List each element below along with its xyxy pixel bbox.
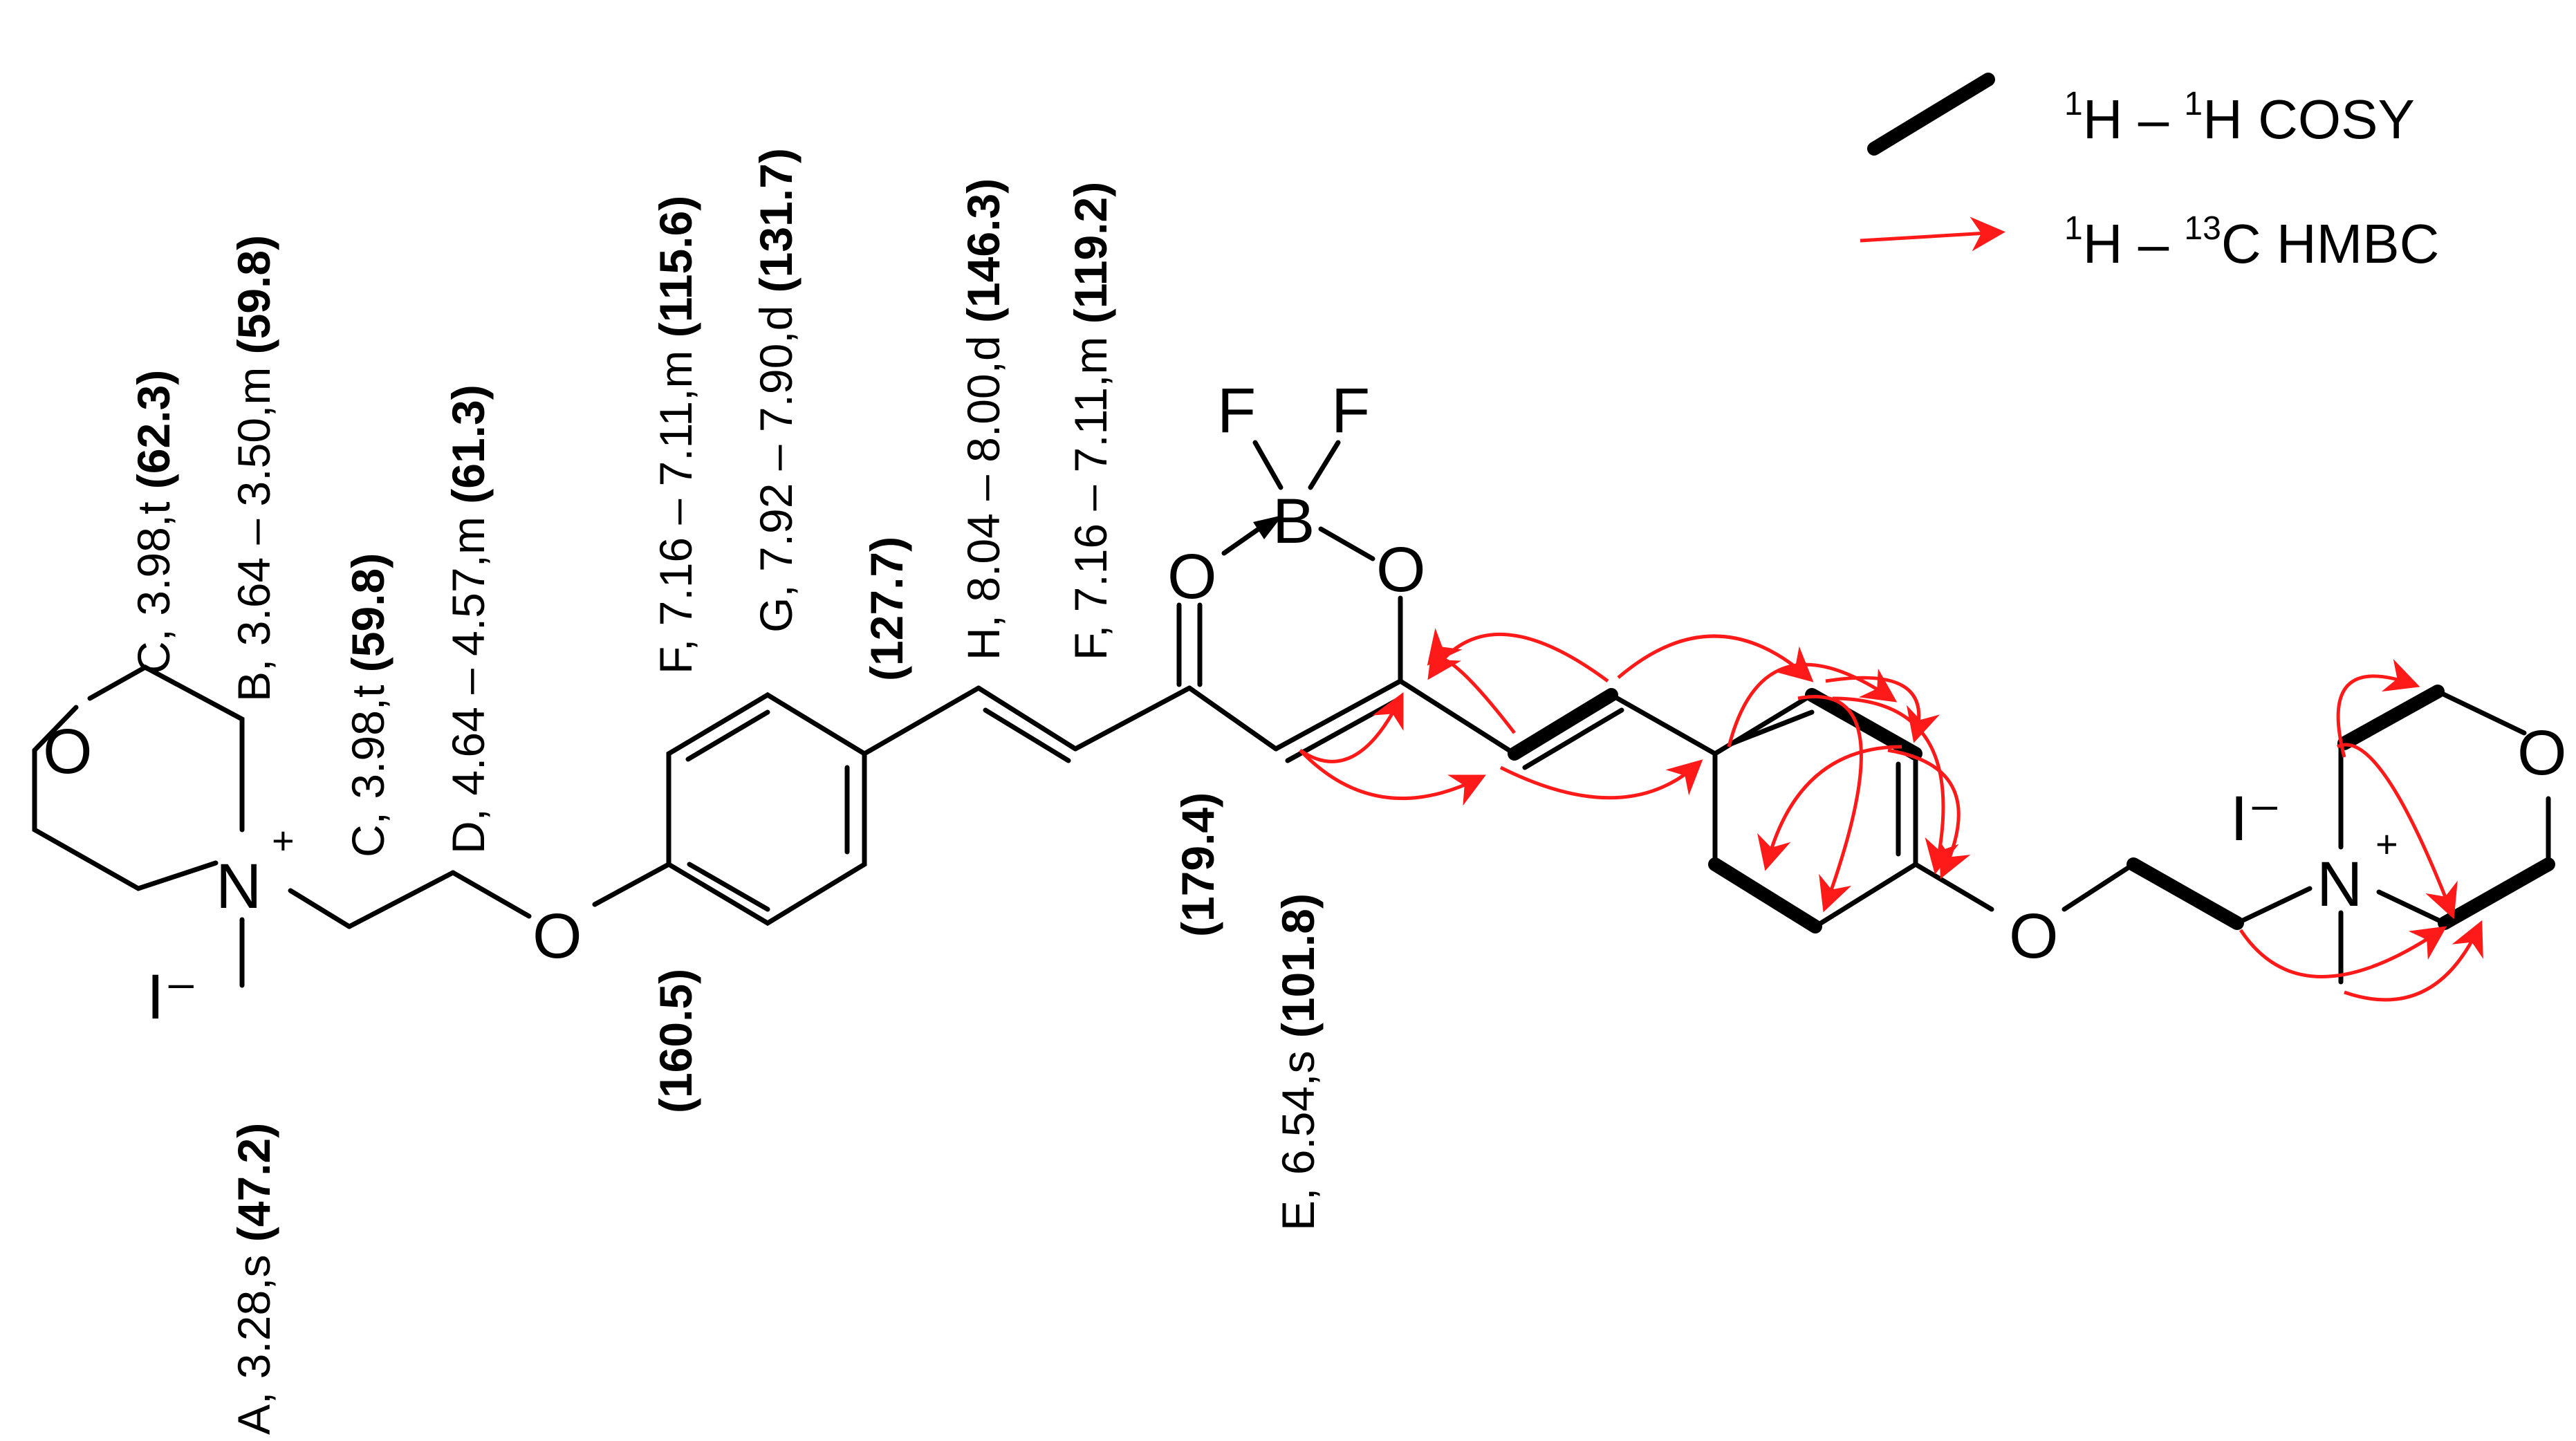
legend: 1H – 1H COSY 1H – 13C HMBC (1860, 73, 2439, 275)
label-f2: F, 7.16 – 7.11,m (119.2) (1065, 182, 1116, 660)
label-h: H, 8.04 – 8.00,d (146.3) (958, 178, 1009, 660)
atom-o-morpholine-left: O (43, 716, 93, 787)
right-vinyl-phenyl: O (1398, 678, 2313, 971)
legend-hmbc-arrow (1860, 216, 2005, 252)
label-179: (179.4) (1172, 792, 1223, 937)
atom-o-ether-right: O (2009, 901, 2059, 971)
label-160: (160.5) (650, 969, 701, 1113)
label-f1: F, 7.16 – 7.11,m (115.6) (650, 196, 701, 674)
label-c1: C, 3.98,t (62.3) (128, 370, 179, 674)
charge-plus-right: + (2375, 822, 2398, 866)
left-morpholinium: O N + I⁻ O (32, 664, 582, 1032)
label-127: (127.7) (861, 537, 912, 681)
charge-plus-left: + (272, 819, 295, 862)
atom-n-left: N (216, 851, 261, 922)
atom-o-morpholine-right: O (2517, 718, 2567, 788)
iodide-right: I⁻ (2230, 783, 2281, 854)
atom-b: B (1272, 486, 1315, 557)
atom-f-right: F (1331, 375, 1370, 446)
hmbc-correlations (1299, 628, 2483, 1002)
atom-o-ether-left: O (532, 901, 582, 971)
atom-o-carbonyl: O (1167, 541, 1217, 612)
label-a: A, 3.28,s (47.2) (228, 1123, 279, 1435)
legend-hmbc-label: 1H – 13C HMBC (2064, 210, 2439, 275)
legend-cosy-line (1867, 73, 1995, 156)
nmr-labels: A, 3.28,s (47.2) C, 3.98,t (62.3) B, 3.6… (128, 148, 1324, 1435)
label-g: G, 7.92 – 7.90,d (131.7) (750, 148, 801, 633)
label-b: B, 3.64 – 3.50,m (59.8) (228, 235, 279, 702)
atom-n-right: N (2317, 849, 2362, 920)
bf2-chelate: B F F (1217, 375, 1375, 561)
enone-linker: O O (862, 534, 1426, 763)
label-e: E, 6.54,s (101.8) (1272, 893, 1324, 1231)
legend-cosy-label: 1H – 1H COSY (2064, 86, 2415, 150)
atom-o-enol: O (1376, 534, 1426, 605)
iodide-left: I⁻ (147, 962, 198, 1032)
left-phenyl-ring (592, 691, 867, 927)
label-d: D, 4.64 – 4.57,m (61.3) (443, 384, 494, 854)
label-c2: C, 3.98,t (59.8) (342, 553, 393, 857)
right-morpholinium: O N + I⁻ (2230, 685, 2567, 985)
atom-f-left: F (1217, 375, 1256, 446)
